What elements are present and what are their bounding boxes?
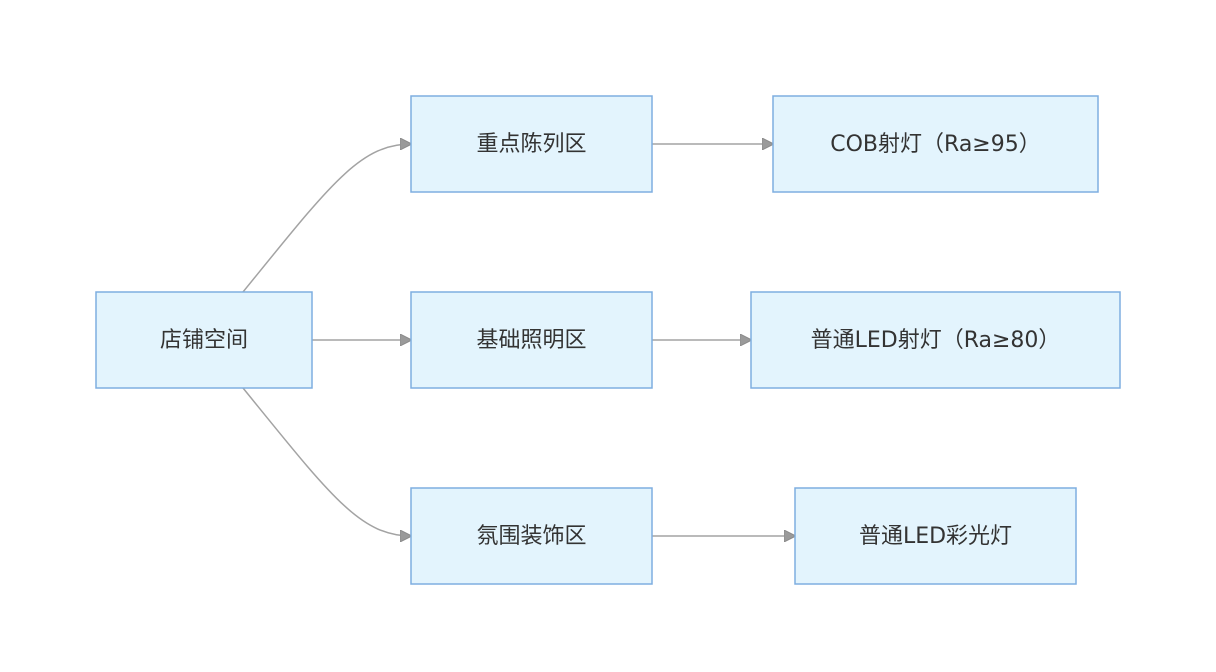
edge-store-to-ambient-decor [242, 387, 411, 536]
edge-store-to-key-display [242, 144, 411, 293]
node-key-display[interactable]: 重点陈列区 [410, 95, 653, 193]
node-label: 普通LED射灯（Ra≥80） [811, 328, 1061, 353]
node-label: 重点陈列区 [476, 132, 586, 157]
node-label: 店铺空间 [160, 328, 248, 353]
node-label: 基础照明区 [476, 328, 586, 353]
node-ambient-decor[interactable]: 氛围装饰区 [410, 487, 653, 585]
node-basic-lighting[interactable]: 基础照明区 [410, 291, 653, 389]
node-label: COB射灯（Ra≥95） [830, 132, 1040, 157]
node-store-space[interactable]: 店铺空间 [95, 291, 313, 389]
node-label: 氛围装饰区 [476, 524, 586, 549]
node-label: 普通LED彩光灯 [859, 524, 1012, 549]
node-led-color[interactable]: 普通LED彩光灯 [794, 487, 1077, 585]
node-led-spot[interactable]: 普通LED射灯（Ra≥80） [750, 291, 1121, 389]
node-cob-spot[interactable]: COB射灯（Ra≥95） [772, 95, 1099, 193]
